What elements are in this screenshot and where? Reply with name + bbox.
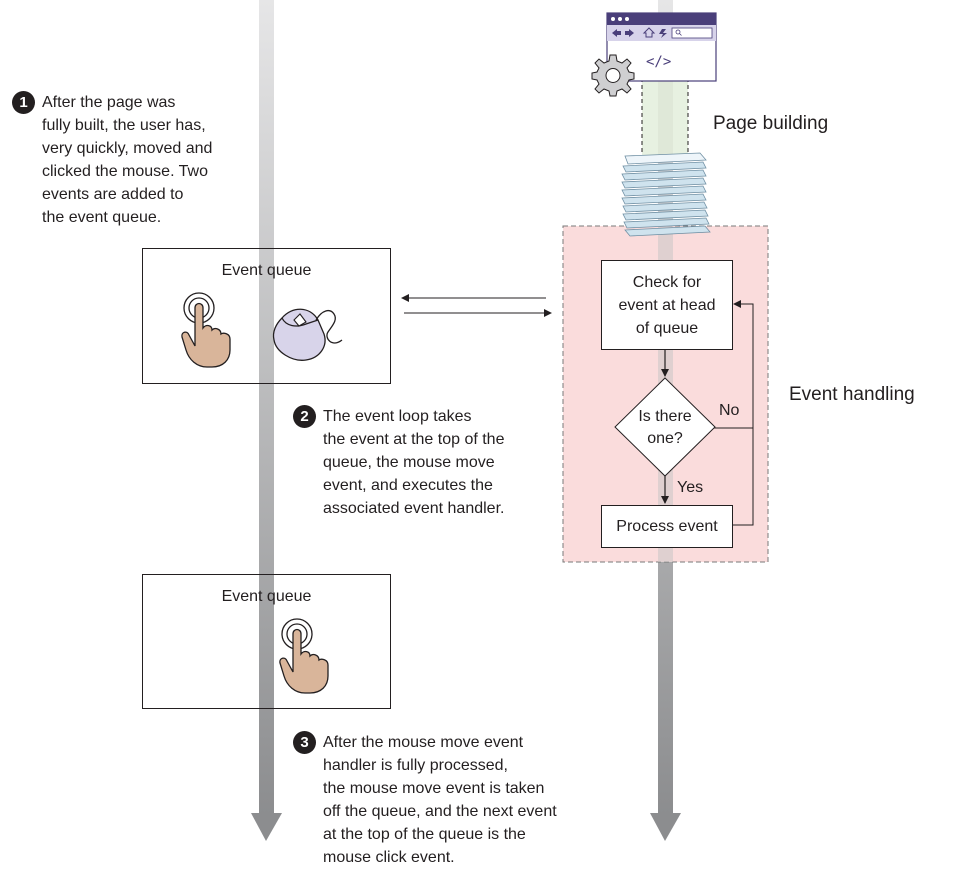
note-2: The event loop takes the event at the to… (323, 405, 504, 520)
step-3-badge: 3 (293, 731, 316, 754)
event-handling-label: Event handling (789, 384, 915, 405)
note-1: After the page was fully built, the user… (42, 91, 212, 229)
note-3: After the mouse move event handler is fu… (323, 731, 557, 869)
process-event-box: Process event (601, 505, 733, 548)
decision-text: Is there one? (620, 406, 710, 450)
page-building-label: Page building (713, 113, 829, 134)
note-1-line: After the page was (42, 94, 176, 111)
pointer-hand-icon-2 (279, 618, 329, 694)
event-queue-box-1: Event queue (142, 248, 391, 384)
note-1-line: fully built, the user has, (42, 117, 206, 134)
yes-label: Yes (677, 479, 704, 496)
note-3-line: handler is fully processed, (323, 757, 508, 774)
note-1-line: very quickly, moved and (42, 140, 213, 157)
event-queue-box-2: Event queue (142, 574, 391, 709)
decision-line: one? (647, 430, 683, 447)
note-1-line: events are added to (42, 186, 184, 203)
mouse-icon (272, 308, 343, 361)
loop-back-arrow (732, 300, 754, 526)
event-stack-icon (621, 152, 711, 237)
note-3-line: mouse click event. (323, 849, 455, 866)
step-1-badge: 1 (12, 91, 35, 114)
note-1-line: the event queue. (42, 209, 162, 226)
page-building-region (641, 78, 689, 160)
check-queue-box: Check for event at head of queue (601, 260, 733, 350)
check-line: Check for (632, 273, 702, 291)
decision-line: Is there (638, 408, 692, 425)
check-line: of queue (635, 319, 699, 337)
note-3-line: the mouse move event is taken (323, 780, 545, 797)
note-2-line: the event at the top of the (323, 431, 505, 448)
pointer-hand-icon (181, 292, 231, 368)
browser-code-text: </> (646, 54, 672, 70)
note-3-line: After the mouse move event (323, 734, 524, 751)
event-queue-title: Event queue (221, 262, 312, 279)
gear-icon (591, 54, 635, 97)
note-2-line: associated event handler. (323, 500, 505, 517)
note-2-line: The event loop takes (323, 408, 472, 425)
note-3-line: off the queue, and the next event (323, 803, 557, 820)
check-line: event at head (618, 296, 716, 314)
note-2-line: event, and executes the (323, 477, 493, 494)
decision-diamond (614, 377, 716, 477)
note-1-line: clicked the mouse. Two (42, 163, 209, 180)
left-timeline (251, 0, 282, 841)
step-2-badge: 2 (293, 405, 316, 428)
note-2-line: queue, the mouse move (323, 454, 495, 471)
note-3-line: at the top of the queue is the (323, 826, 526, 843)
no-label: No (719, 402, 740, 419)
event-queue-title: Event queue (221, 588, 312, 605)
